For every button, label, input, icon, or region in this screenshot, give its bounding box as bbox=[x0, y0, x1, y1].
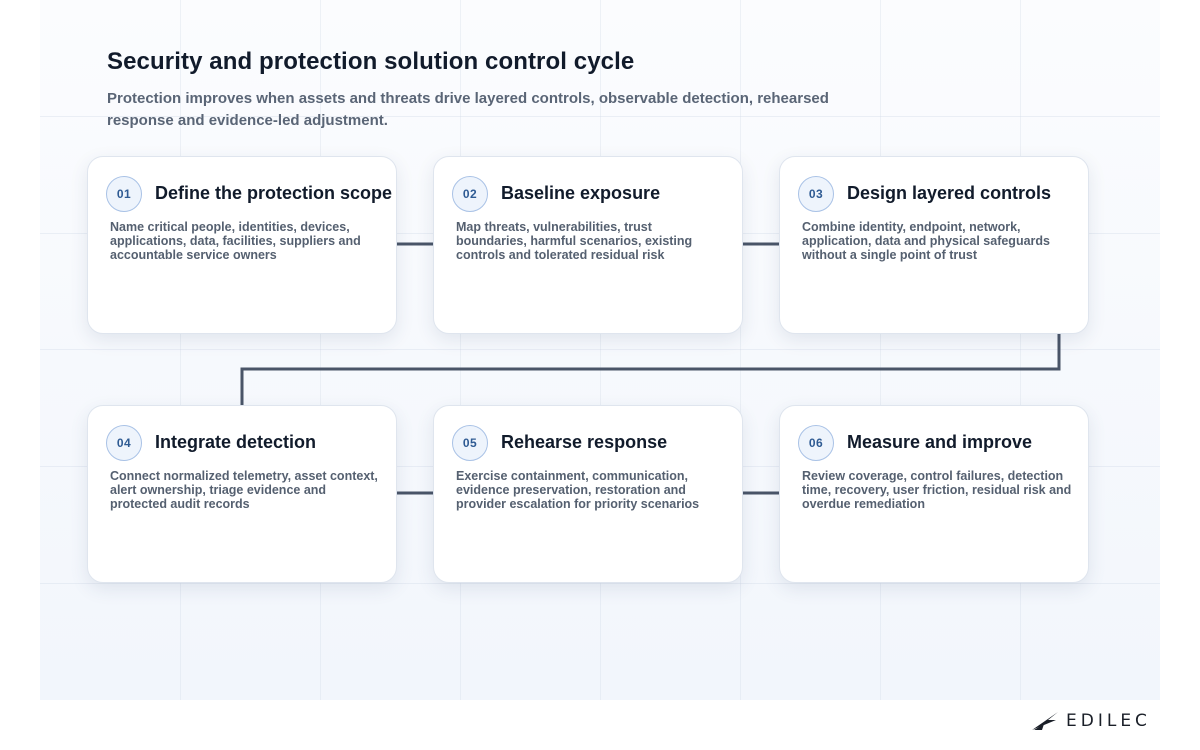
step-number-badge: 01 bbox=[106, 176, 142, 212]
step-card-06: 06 Measure and improve Review coverage, … bbox=[779, 405, 1089, 583]
edilec-logo-icon bbox=[1032, 712, 1058, 730]
page-subtitle: Protection improves when assets and thre… bbox=[107, 90, 829, 129]
step-description: Name critical people, identities, device… bbox=[110, 220, 361, 262]
grid-line bbox=[180, 0, 181, 700]
step-number-badge: 06 bbox=[798, 425, 834, 461]
step-title: Design layered controls bbox=[847, 183, 1052, 203]
step-description: Exercise containment, communication, evi… bbox=[456, 469, 700, 511]
step-description: Connect normalized telemetry, asset cont… bbox=[110, 469, 378, 511]
grid-line bbox=[40, 116, 1160, 117]
page-title: Security and protection solution control… bbox=[107, 48, 635, 75]
step-description: Review coverage, control failures, detec… bbox=[802, 469, 1072, 511]
step-number-badge: 05 bbox=[452, 425, 488, 461]
brand-logo: EDILEC bbox=[1030, 710, 1151, 732]
step-title: Baseline exposure bbox=[501, 183, 661, 203]
step-card-02: 02 Baseline exposure Map threats, vulner… bbox=[433, 156, 743, 334]
grid-line bbox=[40, 583, 1160, 584]
step-title: Define the protection scope bbox=[155, 183, 393, 203]
step-number-badge: 02 bbox=[452, 176, 488, 212]
step-number-badge: 03 bbox=[798, 176, 834, 212]
step-card-05: 05 Rehearse response Exercise containmen… bbox=[433, 405, 743, 583]
grid-line bbox=[1020, 0, 1021, 700]
step-title: Rehearse response bbox=[501, 432, 668, 452]
step-description: Combine identity, endpoint, network, app… bbox=[802, 220, 1050, 262]
step-card-03: 03 Design layered controls Combine ident… bbox=[779, 156, 1089, 334]
brand-name: EDILEC bbox=[1066, 711, 1151, 731]
step-card-01: 01 Define the protection scope Name crit… bbox=[87, 156, 397, 334]
step-card-04: 04 Integrate detection Connect normalize… bbox=[87, 405, 397, 583]
step-description: Map threats, vulnerabilities, trust boun… bbox=[456, 220, 693, 262]
step-title: Integrate detection bbox=[155, 432, 317, 452]
step-title: Measure and improve bbox=[847, 432, 1033, 452]
step-number-badge: 04 bbox=[106, 425, 142, 461]
